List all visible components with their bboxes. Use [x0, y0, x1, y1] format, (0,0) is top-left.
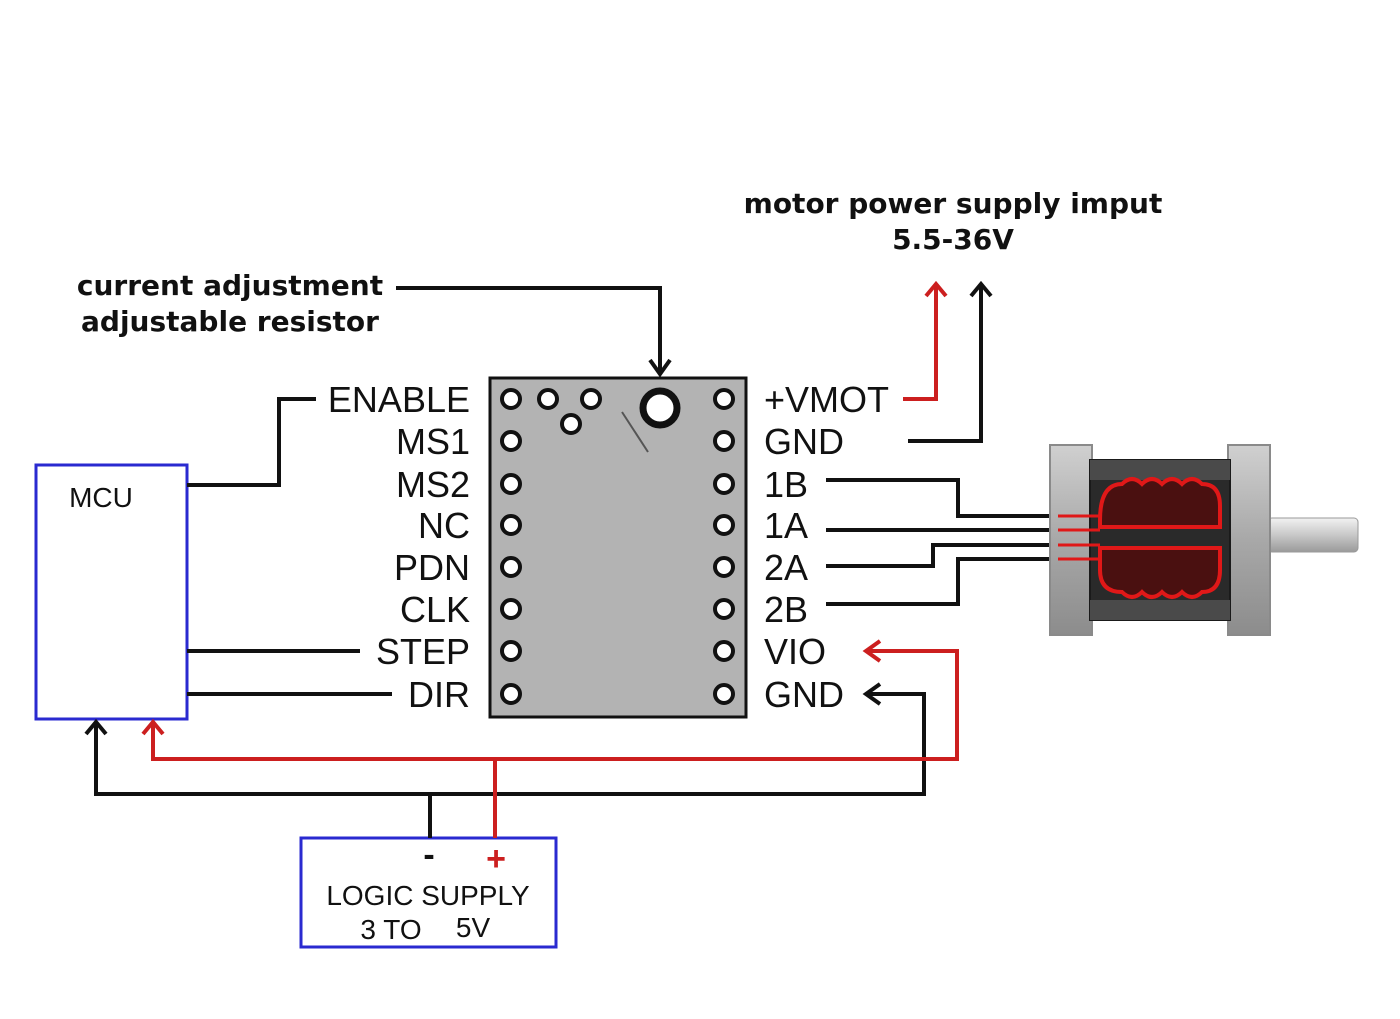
current-adjust-line1: current adjustment: [77, 269, 383, 302]
config-pad: [560, 413, 582, 435]
coil-2a-wire: [826, 543, 1060, 568]
pin-hole-right: [713, 640, 735, 662]
pin-hole-left: [500, 514, 522, 536]
pin-label-left: PDN: [394, 547, 470, 588]
pin-label-right: 1B: [764, 464, 808, 505]
pin-label-left: MS2: [396, 464, 470, 505]
pin-label-left: NC: [418, 505, 470, 546]
vmot-arrowhead: [924, 280, 948, 298]
mcu-gnd-arrowhead: [84, 718, 108, 736]
pin-hole-left: [500, 430, 522, 452]
pin-label-left: DIR: [408, 674, 470, 715]
pin-hole-right: [713, 473, 735, 495]
current-adjust-arrowhead: [648, 358, 672, 378]
logic-supply-minus: -: [423, 836, 434, 874]
pin-label-right: 2B: [764, 589, 808, 630]
pin-label-right: GND: [764, 674, 844, 715]
pin-hole-right: [713, 556, 735, 578]
pin-hole-left: [500, 556, 522, 578]
logic-supply-line2a: 3 TO: [360, 914, 421, 945]
pin-label-right: +VMOT: [764, 379, 889, 420]
mcu-box: MCU: [34, 463, 189, 721]
motor-supply-line2: 5.5-36V: [892, 223, 1014, 256]
config-pad: [537, 388, 559, 410]
motor-shaft: [1267, 517, 1359, 553]
vio-gnd-arrowhead: [862, 682, 882, 706]
vmot-gnd-wire: [908, 284, 983, 443]
current-adjust-potentiometer: [639, 387, 681, 429]
pin-label-right: GND: [764, 421, 844, 462]
pin-hole-right: [713, 683, 735, 705]
motor-endcap-left: [1049, 444, 1093, 636]
coil-2b-wire: [826, 557, 1060, 606]
pin-hole-left: [500, 683, 522, 705]
motor-power-annotation: motor power supply imput 5.5-36V: [744, 187, 1163, 256]
pin-hole-left: [500, 598, 522, 620]
vio-arrowhead: [862, 639, 882, 663]
coil-1b-wire: [826, 478, 1060, 518]
pin-hole-right: [713, 388, 735, 410]
potentiometer-mark: [621, 411, 649, 453]
current-adjust-leader: [396, 286, 662, 372]
current-adjust-line2: adjustable resistor: [81, 305, 379, 338]
pin-label-left: STEP: [376, 631, 470, 672]
pin-hole-right: [713, 430, 735, 452]
pin-hole-right: [713, 598, 735, 620]
logic-supply-line2b: 5V: [456, 912, 491, 943]
motor-coil-a: [1098, 477, 1222, 529]
pin-label-right: 2A: [764, 547, 808, 588]
motor-endcap-right: [1227, 444, 1271, 636]
pin-label-right: VIO: [764, 631, 826, 672]
mcu-vcc-arrowhead: [141, 718, 165, 736]
enable-wire: [187, 397, 316, 487]
vmot-wire: [903, 284, 938, 401]
logic-supply-plus: +: [486, 840, 506, 878]
pin-hole-left: [500, 388, 522, 410]
vmot-gnd-arrowhead: [969, 280, 993, 298]
logic-supply-box: - + LOGIC SUPPLY 3 TO 5V: [299, 836, 558, 949]
pin-hole-right: [713, 514, 735, 536]
pin-label-left: CLK: [400, 589, 470, 630]
logic-supply-line1: LOGIC SUPPLY: [326, 880, 530, 911]
pin-hole-left: [500, 640, 522, 662]
pin-label-right: 1A: [764, 505, 808, 546]
pin-label-left: ENABLE: [328, 379, 470, 420]
wires: [84, 280, 1060, 838]
current-adjustment-annotation: current adjustment adjustable resistor: [77, 269, 672, 378]
driver-board: [488, 376, 748, 719]
logic-vcc-wire: [151, 649, 959, 761]
stepper-motor: [1049, 444, 1359, 636]
pin-hole-left: [500, 473, 522, 495]
mcu-label: MCU: [69, 482, 133, 513]
config-pad: [580, 388, 602, 410]
pin-label-left: MS1: [396, 421, 470, 462]
logic-gnd-wire: [94, 692, 926, 796]
motor-supply-line1: motor power supply imput: [744, 187, 1163, 220]
motor-coil-b: [1098, 546, 1222, 599]
